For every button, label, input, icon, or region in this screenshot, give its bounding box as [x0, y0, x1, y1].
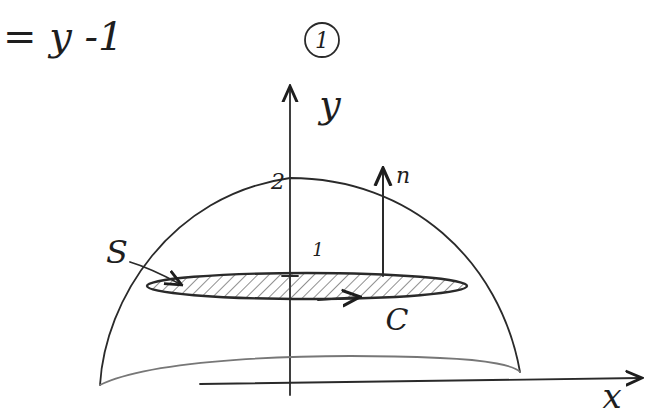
- normal-vector: [382, 170, 384, 276]
- circled-number: 1: [315, 30, 329, 52]
- leader-line: [130, 262, 180, 284]
- curve-label: C: [386, 305, 409, 335]
- disk-surface: [147, 273, 467, 299]
- orientation-arrow: [318, 297, 358, 300]
- equation-text: = y -1: [3, 16, 124, 56]
- y-axis: [289, 88, 291, 395]
- x-axis: [200, 378, 640, 384]
- vector-label: n: [396, 165, 410, 187]
- tick: [282, 275, 298, 277]
- circle-mark: [305, 23, 339, 57]
- surface-label: S: [106, 236, 128, 268]
- dome-base: [100, 356, 520, 385]
- axis-label: x: [602, 379, 621, 413]
- axis-label: y: [319, 85, 340, 123]
- dome-outline: [100, 178, 520, 385]
- axis-value: 1: [312, 241, 323, 259]
- axis-value: 2: [271, 171, 285, 193]
